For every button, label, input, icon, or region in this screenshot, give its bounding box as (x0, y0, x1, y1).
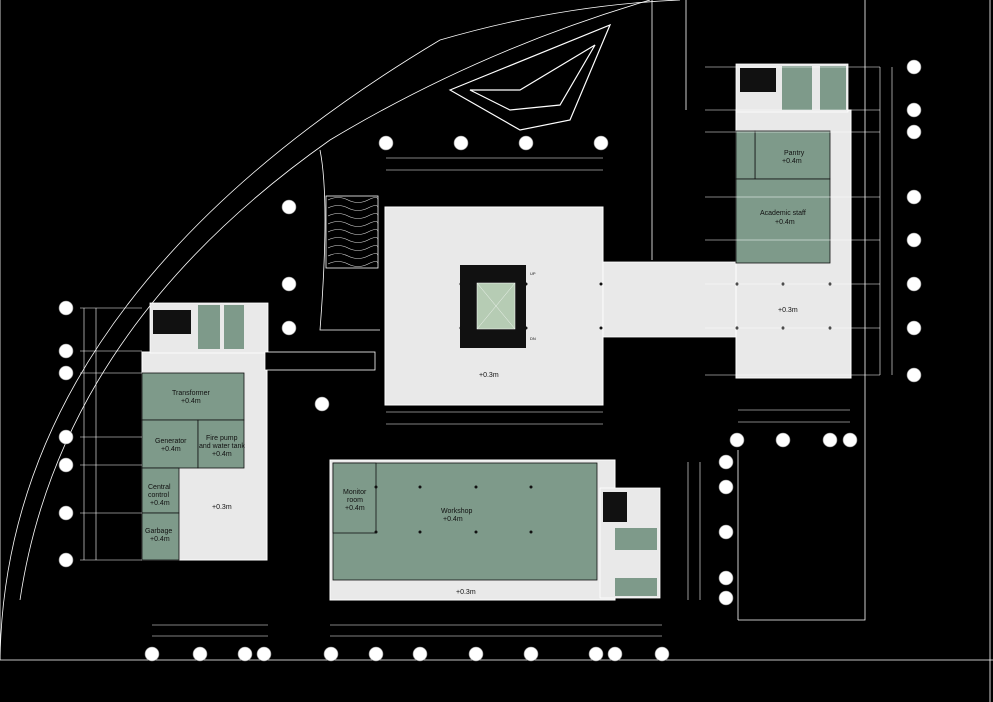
generator-level: +0.4m (161, 446, 181, 453)
monitor-room (332, 462, 377, 534)
generator-name: Generator (155, 438, 187, 445)
academic-staff-level: +0.4m (775, 219, 795, 226)
fire-pump-name-2: and water tank (199, 443, 245, 450)
garbage-level: +0.4m (150, 536, 170, 543)
transformer-room (141, 372, 245, 421)
monitor-room-name: Monitor (343, 489, 367, 496)
grid-axis-markers (58, 59, 922, 662)
fire-pump-level: +0.4m (212, 451, 232, 458)
east-corridor (602, 261, 739, 338)
workshop-name: Workshop (441, 508, 472, 515)
central-hall-level: +0.3m (479, 372, 499, 379)
fire-pump-room (197, 419, 245, 469)
monitor-room-name-2: room (347, 497, 363, 504)
workshop-wing: Monitor room +0.4m Workshop +0.4m +0.3m (329, 459, 661, 601)
academic-staff-room (735, 178, 831, 264)
transformer-name: Transformer (172, 390, 211, 397)
academic-staff-name: Academic staff (760, 210, 806, 217)
garbage-room (141, 512, 180, 561)
central-control-name-1: Central (148, 484, 171, 491)
structural-columns (374, 282, 832, 534)
west-wing: Transformer +0.4m Generator +0.4m Fire p… (141, 302, 376, 561)
workshop-level: +0.4m (443, 516, 463, 523)
workshop-room (332, 462, 598, 581)
pantry-name: Pantry (784, 150, 805, 157)
workshop-corridor-level: +0.3m (456, 589, 476, 596)
hatched-area (325, 195, 379, 269)
monitor-room-level: +0.4m (345, 505, 365, 512)
west-wing-level: +0.3m (212, 504, 232, 511)
central-hall: UP DN +0.3m (384, 206, 604, 406)
garbage-name: Garbage (145, 528, 172, 535)
central-control-room (141, 467, 180, 514)
pantry-room (754, 130, 831, 180)
stair-down-label: DN (530, 336, 536, 341)
stair-up-label: UP (530, 271, 536, 276)
dimension-lines (80, 66, 893, 637)
east-wing: Pantry +0.4m Academic staff +0.4m +0.3m (735, 63, 852, 379)
east-wing-level: +0.3m (778, 307, 798, 314)
central-control-level: +0.4m (150, 500, 170, 507)
west-link-corridor (264, 351, 376, 371)
pantry-level: +0.4m (782, 158, 802, 165)
fire-pump-name-1: Fire pump (206, 435, 238, 442)
central-control-name-2: control (148, 492, 169, 499)
landscape-feature (448, 23, 612, 131)
transformer-level: +0.4m (181, 398, 201, 405)
